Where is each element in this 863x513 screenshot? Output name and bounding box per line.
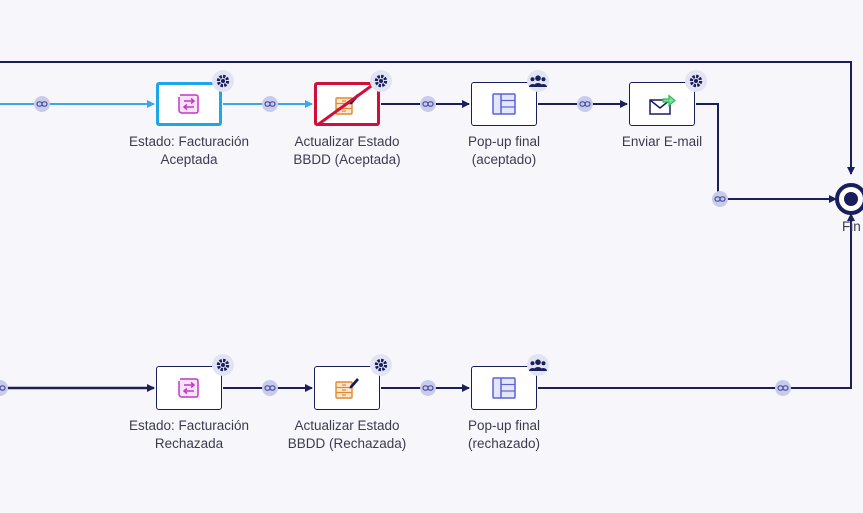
node-label: Actualizar Estado BBDD (Rechazada)	[287, 418, 407, 451]
link-glyphs	[0, 101, 789, 391]
users-icon[interactable]	[527, 70, 549, 92]
node-estado-facturacion-aceptada[interactable]	[156, 82, 222, 126]
edit-database-icon	[335, 378, 359, 399]
node-label: Actualizar Estado BBDD (Aceptada)	[293, 134, 401, 167]
node-label: Estado: Facturación Rechazada	[128, 418, 250, 451]
transition-icon	[178, 94, 199, 114]
strike-through-icon	[317, 85, 375, 123]
node-label: Enviar E-mail	[621, 134, 703, 149]
node-label: Pop-up final (aceptado)	[467, 134, 541, 167]
node-popup-final-aceptado[interactable]	[471, 82, 537, 126]
node-actualizar-estado-aceptada[interactable]	[314, 82, 380, 126]
node-popup-final-rechazado[interactable]	[471, 366, 537, 410]
node-label: Estado: Facturación Aceptada	[128, 134, 250, 167]
node-label: Pop-up final (rechazado)	[467, 418, 541, 451]
connector-email-to-fin[interactable]	[696, 103, 837, 203]
send-email-icon	[649, 94, 676, 115]
gear-icon[interactable]	[370, 70, 392, 92]
node-actualizar-estado-rechazada[interactable]	[314, 366, 380, 410]
transition-icon	[178, 378, 199, 398]
gear-icon[interactable]	[685, 70, 707, 92]
users-icon[interactable]	[527, 354, 549, 376]
connector-popup-rechazado-to-fin[interactable]	[538, 213, 855, 389]
node-enviar-email[interactable]	[629, 82, 695, 126]
connector-top-loop[interactable]	[0, 61, 855, 175]
gear-icon[interactable]	[370, 354, 392, 376]
node-estado-facturacion-rechazada[interactable]	[156, 366, 222, 410]
layout-icon	[492, 377, 516, 399]
end-label: Fin	[842, 219, 861, 234]
layout-icon	[492, 93, 516, 115]
link-icon[interactable]	[0, 380, 8, 396]
gear-icon[interactable]	[212, 354, 234, 376]
gear-icon[interactable]	[212, 70, 234, 92]
end-node[interactable]	[835, 183, 863, 215]
